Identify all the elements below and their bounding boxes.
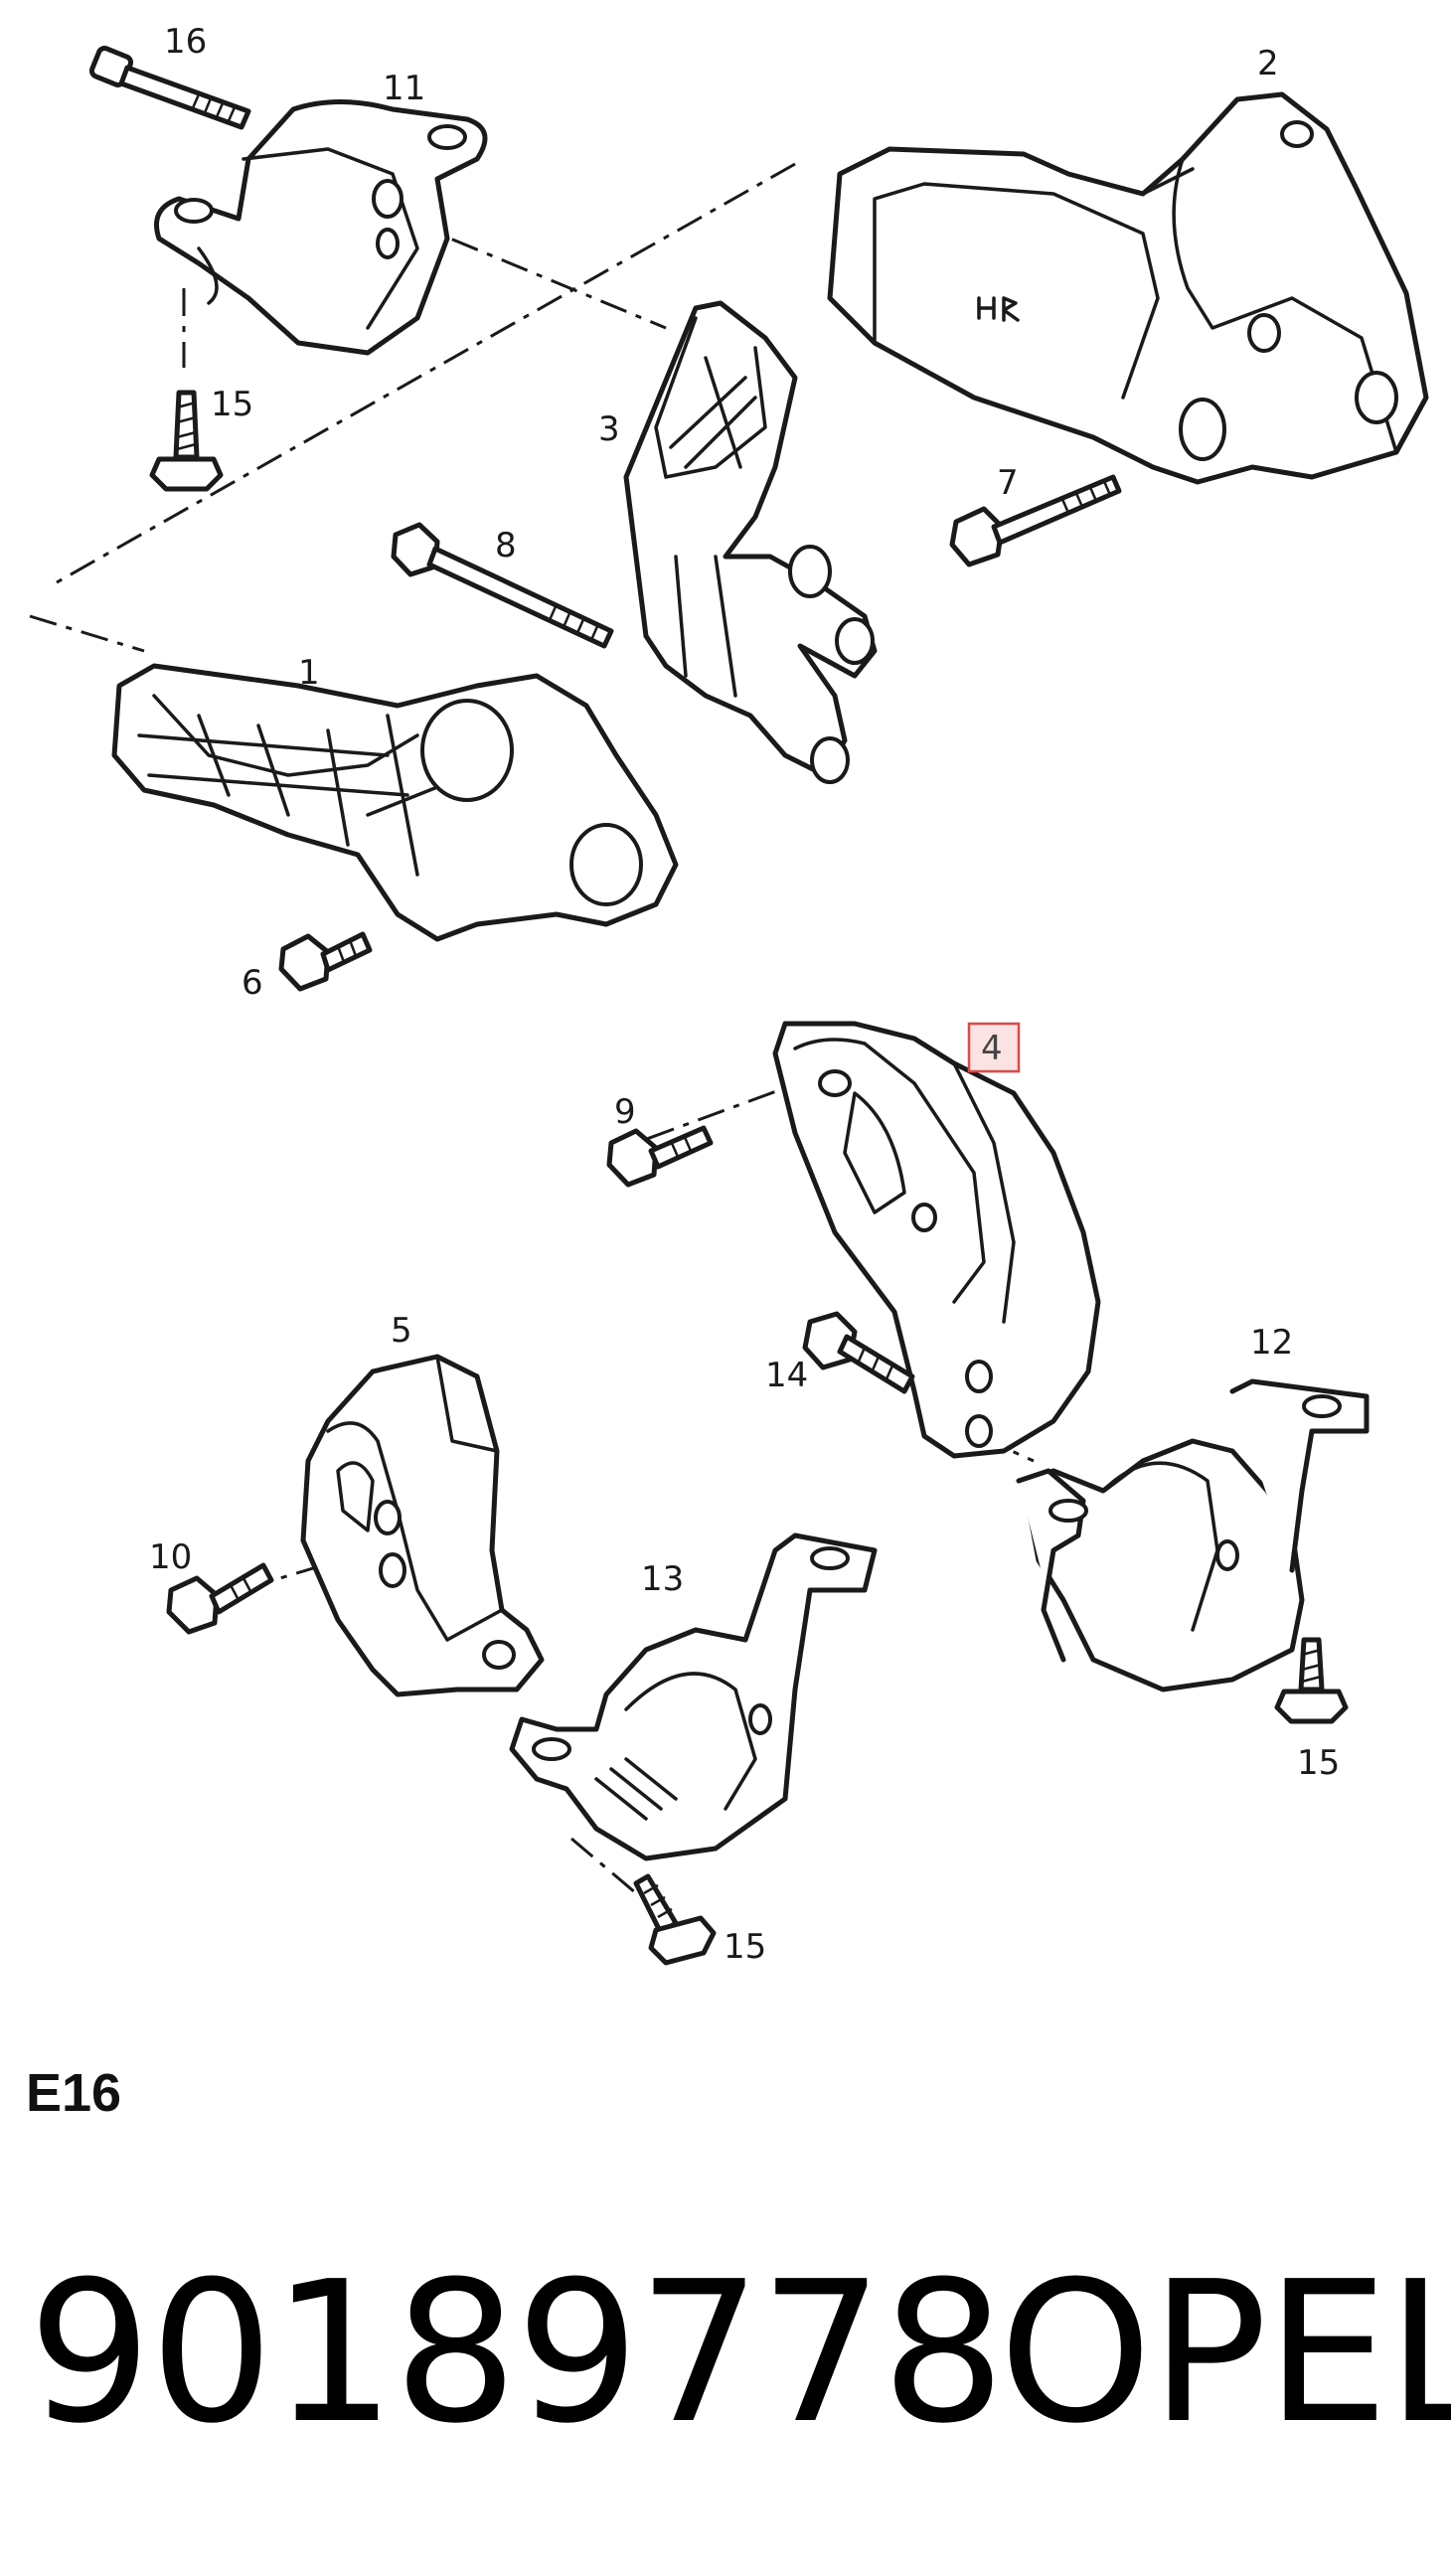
callout-13: 13 [641, 1559, 684, 1599]
section-code: E16 [26, 2063, 122, 2123]
callout-14: 14 [765, 1356, 808, 1395]
callout-labels: 1 2 3 4 5 6 7 8 9 10 11 12 13 14 15 15 1… [149, 22, 1340, 1967]
mount-bracket-5 [300, 1354, 545, 1697]
callout-5: 5 [391, 1311, 412, 1351]
callout-2: 2 [1257, 44, 1279, 83]
bolt-7 [949, 474, 1122, 567]
bolt-16 [88, 46, 251, 130]
callout-16: 16 [164, 22, 207, 62]
callout-10: 10 [149, 1537, 192, 1577]
callout-9: 9 [614, 1092, 636, 1132]
callout-8: 8 [495, 526, 517, 565]
callout-12: 12 [1250, 1323, 1293, 1363]
rh-bracket-2 [827, 91, 1429, 485]
screw-15-top [149, 390, 224, 492]
callout-7: 7 [997, 463, 1019, 503]
callout-4: 4 [981, 1029, 1003, 1068]
bolt-9 [606, 1125, 714, 1188]
bolt-14 [802, 1311, 915, 1394]
callout-3: 3 [598, 409, 620, 449]
callout-1: 1 [298, 653, 320, 693]
highlight-box-4 [967, 1022, 1021, 1073]
part-number: 90189778 [28, 2240, 1006, 2467]
bolt-10 [166, 1562, 274, 1635]
engine-mount-11 [154, 99, 488, 356]
callout-6: 6 [242, 963, 263, 1003]
callout-15-right: 15 [1297, 1743, 1340, 1783]
support-bracket-3 [623, 300, 878, 784]
engine-mount-13 [509, 1532, 878, 1861]
lower-bracket-1 [111, 663, 679, 942]
screw-15-right [1274, 1637, 1349, 1724]
callout-11: 11 [383, 69, 425, 108]
bolt-6 [278, 931, 373, 992]
engine-mount-12 [1016, 1378, 1370, 1692]
assembly-leader-lines [29, 162, 1035, 1895]
gearbox-bracket-4 [772, 1021, 1101, 1459]
screw-15-bottom [633, 1873, 717, 1966]
callout-15-top: 15 [211, 385, 253, 424]
callout-15-bottom: 15 [724, 1927, 766, 1967]
brand-name: OPEL [999, 2240, 1451, 2467]
bolt-8 [391, 522, 614, 649]
